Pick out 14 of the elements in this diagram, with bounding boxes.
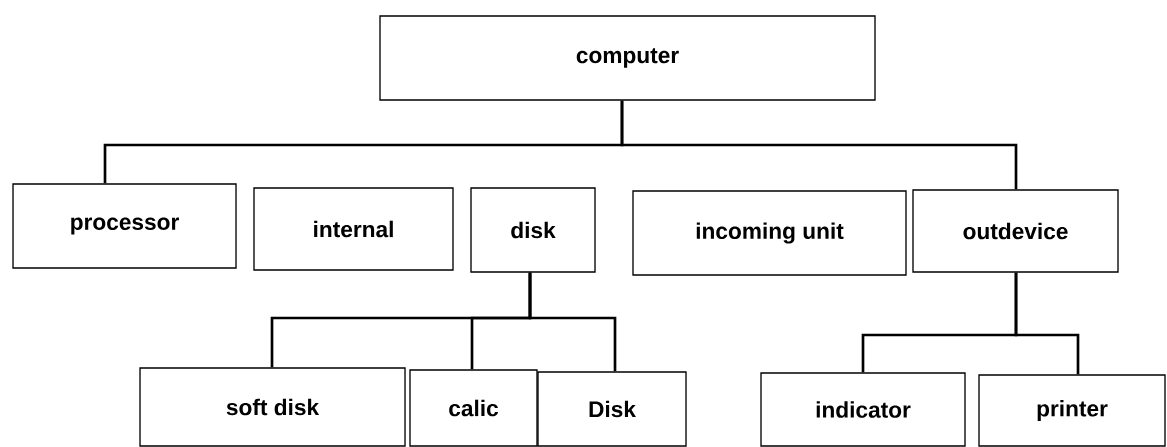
connector-line	[1014, 272, 1080, 375]
box: Disk	[537, 371, 687, 447]
box: indicator	[760, 372, 966, 447]
box: processor	[12, 183, 237, 269]
box: calic	[409, 369, 538, 447]
connector-line	[528, 272, 617, 372]
box: printer	[978, 374, 1166, 447]
box: outdevice	[912, 189, 1119, 273]
box: disk	[470, 187, 596, 273]
box: soft disk	[139, 367, 406, 447]
connector-line	[620, 100, 1018, 190]
box: incoming unit	[632, 190, 907, 276]
box: computer	[379, 15, 876, 101]
box: internal	[253, 187, 454, 271]
